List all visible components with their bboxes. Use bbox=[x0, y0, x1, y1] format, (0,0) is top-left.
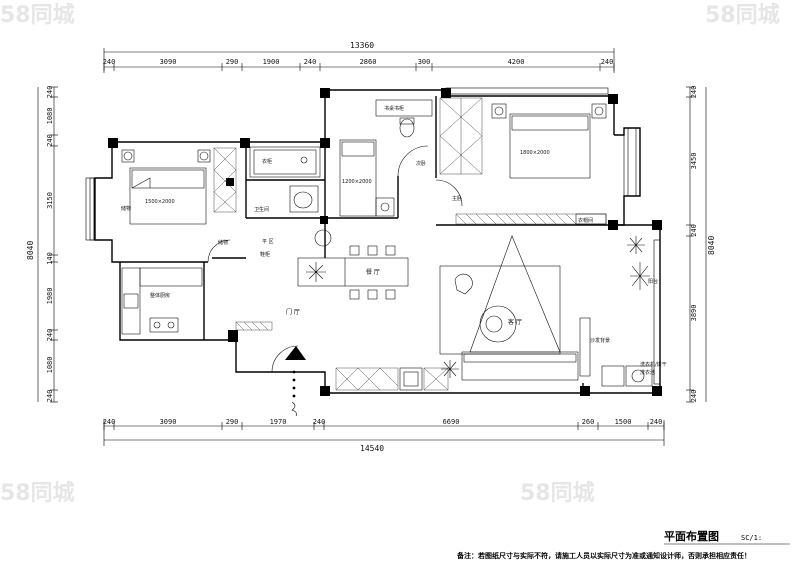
top-segment-dim-3: 1900 bbox=[263, 58, 280, 66]
top-segment-dim-6: 300 bbox=[418, 58, 431, 66]
drawing-title: 平面布置图 bbox=[664, 529, 719, 543]
bottom-segment-dim-2: 290 bbox=[226, 418, 239, 426]
sofa-wall-label: 沙发背景 bbox=[590, 337, 610, 344]
left-segment-dim-0: 240 bbox=[46, 86, 54, 99]
structural-columns bbox=[108, 88, 662, 396]
bottom-segment-dim-1: 3090 bbox=[160, 418, 177, 426]
bottom-segment-dim-8: 240 bbox=[650, 418, 663, 426]
master-closet-label: 衣帽间 bbox=[578, 217, 593, 224]
watermark-top-left: 58同城 bbox=[0, 2, 75, 28]
left-dimension: 8040 240 1080 240 3150 140 1980 240 1080 240 bbox=[26, 86, 58, 403]
left-segment-dim-7: 1080 bbox=[46, 357, 54, 374]
dining-label: 餐 厅 bbox=[366, 268, 380, 276]
drawing-scale: SC/1: bbox=[741, 534, 762, 542]
balcony: 阳台 洗衣机/烘干 洗衣池 bbox=[601, 236, 667, 387]
study-door-label: 次卧 bbox=[416, 160, 426, 167]
kitchen-door-label: 储物 bbox=[218, 239, 228, 246]
left-segment-dim-3: 3150 bbox=[46, 192, 54, 209]
plant-icon bbox=[306, 262, 326, 282]
footnote: 备注：若图纸尺寸与实际不符，请施工人员以实际尺寸为准或通知设计师，否则承担相应责… bbox=[456, 551, 751, 560]
laundry-label: 洗衣机/烘干 bbox=[640, 361, 667, 368]
bottom-segment-dim-4: 240 bbox=[313, 418, 326, 426]
top-segment-dim-0: 240 bbox=[103, 58, 116, 66]
bottom-segment-dim-7: 1500 bbox=[615, 418, 632, 426]
right-dimension: 8040 240 3450 240 3890 240 bbox=[686, 86, 716, 403]
left-segment-dim-1: 1080 bbox=[46, 108, 54, 125]
kitchen: 整体厨房 bbox=[121, 239, 231, 335]
study-shelf-label: 书桌书柜 bbox=[384, 105, 404, 112]
master-bed-size: 1800×2000 bbox=[520, 150, 550, 156]
left-segment-dim-6: 240 bbox=[46, 329, 54, 342]
bottom-segment-dim-0: 240 bbox=[103, 418, 116, 426]
master-door-label: 主卧 bbox=[452, 195, 462, 202]
right-segment-dim-1: 3450 bbox=[690, 153, 698, 170]
top-segment-dim-5: 2860 bbox=[360, 58, 377, 66]
top-segment-dim-7: 4200 bbox=[508, 58, 525, 66]
bathroom: 衣柜 卫生间 bbox=[249, 146, 332, 247]
right-segment-dim-4: 240 bbox=[690, 390, 698, 403]
right-segment-dim-2: 240 bbox=[690, 224, 698, 237]
title-block: 平面布置图 SC/1: 备注：若图纸尺寸与实际不符，请施工人员以实际尺寸为准或通… bbox=[456, 529, 790, 560]
entrance-door bbox=[271, 345, 306, 417]
top-segment-dim-2: 290 bbox=[226, 58, 239, 66]
top-segment-dim-8: 240 bbox=[601, 58, 614, 66]
bath-label: 衣柜 bbox=[262, 158, 272, 165]
right-segment-dim-3: 3890 bbox=[690, 305, 698, 322]
wardrobe-column bbox=[439, 97, 483, 175]
tv-cabinet-row bbox=[335, 367, 449, 391]
left-segment-dim-8: 240 bbox=[46, 390, 54, 403]
entrance-label: 门 厅 bbox=[286, 308, 300, 316]
left-total-dim: 8040 bbox=[26, 241, 35, 260]
bottom-segment-dim-6: 260 bbox=[582, 418, 595, 426]
living-label: 客 厅 bbox=[508, 318, 522, 326]
top-dimension: 13360 240 3090 290 1900 240 2860 300 4200 240 bbox=[103, 41, 615, 73]
bath-closet-label: 卫生间 bbox=[254, 206, 269, 213]
bottom-segment-dim-5: 6690 bbox=[443, 418, 460, 426]
bottom-total-dim: 14540 bbox=[360, 444, 384, 453]
living-room: 客 厅 沙发背景 bbox=[439, 235, 610, 381]
right-total-dim: 8040 bbox=[707, 236, 716, 255]
windows bbox=[85, 87, 641, 241]
plant-icon bbox=[441, 360, 459, 378]
walls bbox=[94, 89, 661, 394]
second-bedroom: 1500×2000 储物 bbox=[121, 147, 237, 225]
watermark-bottom-left: 58同城 bbox=[0, 480, 75, 506]
watermark-bottom-right: 58同城 bbox=[520, 480, 595, 506]
bottom-dimension: 14540 240 3090 290 1970 240 6690 260 1500 240 bbox=[103, 418, 665, 453]
shoe-label: 鞋柜 bbox=[260, 251, 270, 258]
left-segment-dim-2: 240 bbox=[46, 134, 54, 147]
top-segment-dim-4: 240 bbox=[304, 58, 317, 66]
hall-area: 平 区 鞋柜 储物 门 厅 bbox=[218, 239, 300, 331]
balcony-sink-label: 洗衣池 bbox=[640, 369, 655, 376]
second-bedroom-desk-label: 储物 bbox=[121, 205, 131, 212]
kitchen-label: 整体厨房 bbox=[150, 292, 170, 299]
left-segment-dim-5: 1980 bbox=[46, 288, 54, 305]
master-bedroom: 1800×2000 衣帽间 主卧 bbox=[435, 103, 607, 225]
dining-area: 餐 厅 bbox=[297, 245, 409, 300]
plant-icon bbox=[627, 236, 650, 290]
top-total-dim: 13360 bbox=[350, 41, 374, 50]
hall-label: 平 区 bbox=[262, 239, 274, 245]
second-bedroom-bed-size: 1500×2000 bbox=[145, 199, 175, 205]
top-segment-dim-1: 3090 bbox=[160, 58, 177, 66]
left-segment-dim-4: 140 bbox=[46, 252, 54, 265]
study-bed-size: 1200×2000 bbox=[342, 179, 372, 185]
study-room: 1200×2000 书桌书柜 次卧 bbox=[339, 99, 433, 217]
bottom-segment-dim-3: 1970 bbox=[270, 418, 287, 426]
balcony-label: 阳台 bbox=[648, 278, 658, 285]
right-segment-dim-0: 240 bbox=[690, 86, 698, 99]
watermark-top-right: 58同城 bbox=[705, 2, 780, 28]
